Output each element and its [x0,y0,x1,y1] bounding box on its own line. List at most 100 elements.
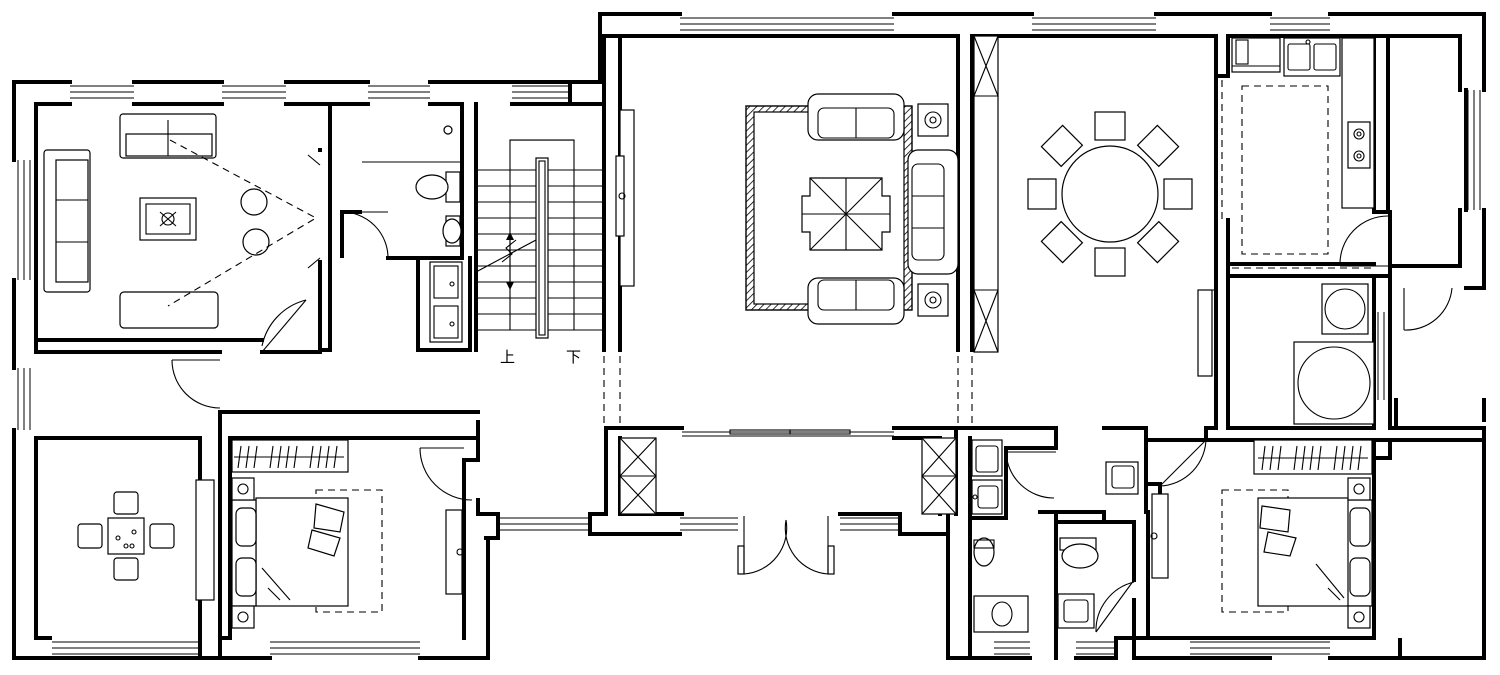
open-partition-dashes [603,356,973,428]
shower-rail [362,125,460,163]
tea-room [77,479,215,601]
dining-chair [1027,178,1057,210]
projection-lines [167,139,318,307]
dining-chair [1136,124,1180,168]
tv-right [1150,493,1169,579]
window-top-7 [1270,17,1330,31]
coffee-table-living [801,177,891,251]
sink-double [1283,37,1341,77]
window-bottom-7 [1076,641,1116,655]
laundry [1293,283,1375,425]
bed-left [231,489,383,613]
bedroom-left [231,439,464,629]
nightstand-left-2 [231,605,255,629]
window-top-5 [680,17,894,31]
dining-chair [1094,247,1126,277]
study-room [43,113,318,329]
dining-chair [1163,178,1193,210]
foyer-cabinets [619,437,957,515]
window-top-6 [1032,17,1156,31]
tv-cabinet [119,291,219,329]
side-table-top [917,103,949,137]
stair-down-label: 下 [566,348,581,366]
window-bottom-4 [680,517,738,531]
toilet-2 [442,215,462,247]
door-bath-right-1 [1005,451,1056,499]
dining-area [1027,111,1193,277]
window-top-2 [222,85,286,99]
shoe-cabinet-right [921,437,957,515]
squat-toilet [973,595,1029,633]
doors [171,154,1453,633]
dining-chair [1040,220,1084,264]
wardrobe-right [1253,439,1373,475]
door-kitchen [1339,215,1390,267]
window-bottom-3 [498,517,590,531]
stair-up-label: 上 [500,348,515,366]
door-kitchen-exterior [1403,287,1453,331]
window-top-4 [512,85,570,99]
bed-right [1221,489,1373,613]
walls [12,12,1486,660]
dining-chair [1136,220,1180,264]
counter-sink-mid [1105,461,1139,495]
toilet-4 [1059,537,1099,569]
coffee-table [139,197,197,241]
dining-chair [1094,111,1126,141]
sofa-top [119,113,217,159]
side-table-bottom [917,283,949,317]
sofa-left [43,149,91,293]
vanity-sinks [429,261,463,343]
living-room [603,93,973,428]
window-left-1 [17,160,31,280]
shoe-cabinet-left [619,437,657,515]
sink-small [1057,593,1095,629]
upper-cabinet [1231,37,1281,73]
sofa-living-bottom [807,277,905,325]
tv-left [445,509,464,595]
window-bottom-2 [270,641,420,655]
dining-chair [1040,124,1084,168]
windows [17,17,1481,655]
nightstand-right-1 [1347,477,1371,501]
tea-chairs [77,491,175,581]
washbasin-b [971,479,1003,515]
window-bottom-6 [994,641,1030,655]
door-laundry [1197,289,1216,377]
door-bedroom-right [1159,437,1207,487]
window-bottom-5 [840,517,900,531]
kitchen [1221,37,1375,269]
door-main-entrance [737,516,835,575]
nightstand-right-2 [1347,605,1371,629]
door-bath-upper [341,211,389,259]
nightstand-left-1 [231,477,255,501]
window-top-3 [368,85,430,99]
bedroom-right [1150,439,1373,629]
stove [1347,121,1371,169]
partition-cabinet [973,35,999,353]
dining-chairs [1027,111,1193,277]
stools [240,188,270,256]
staircase: 上 下 [475,139,602,366]
sofa-living-top [807,93,905,141]
window-bottom-8 [1190,641,1330,655]
tv-wall-panel [615,109,635,287]
bathroom-upper [362,125,463,343]
window-corridor [682,429,894,437]
tea-table [107,517,145,555]
kitchen-island-dashed [1241,85,1329,255]
window-right-1 [1467,90,1481,210]
door-study-glass [307,154,321,269]
door-lower-left-hall [171,359,221,409]
wardrobe-left [231,439,349,473]
sofa-living-right [907,149,959,275]
window-left-2 [17,368,31,430]
door-bedroom-left [419,447,473,501]
wall-cabinet-tea [195,479,215,601]
door-study [261,299,307,353]
toilet-3 [973,537,995,567]
window-top-1 [70,85,134,99]
toilet-1 [415,171,461,203]
door-bath-right-2 [1095,579,1135,633]
